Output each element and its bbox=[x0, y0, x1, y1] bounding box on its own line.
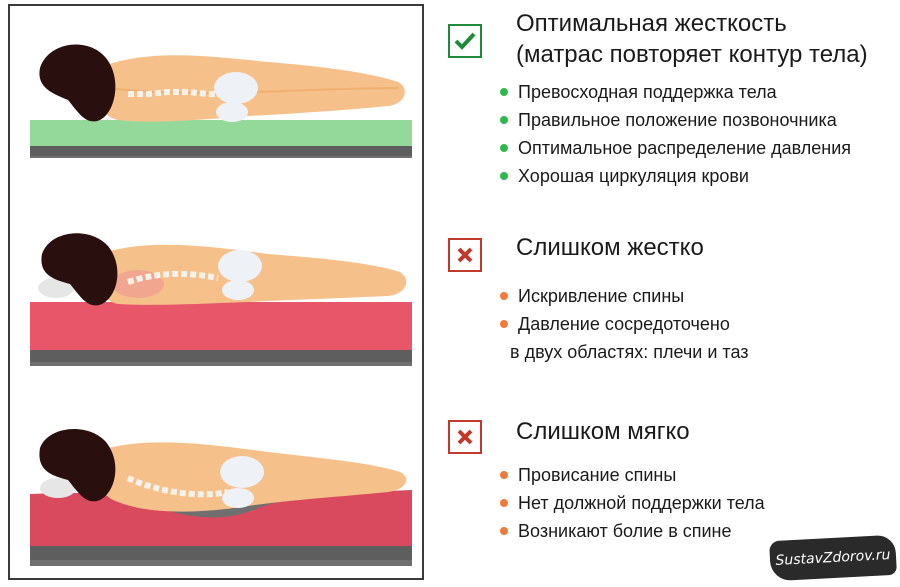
body-figure bbox=[95, 244, 407, 305]
list-item: Провисание спины bbox=[500, 461, 765, 489]
head-hair bbox=[38, 233, 118, 306]
section-optimal: Оптимальная жесткость (матрас повторяет … bbox=[448, 4, 892, 204]
problem-list: Искривление спины Давление сосредоточено… bbox=[500, 282, 749, 366]
cross-icon bbox=[448, 420, 482, 454]
list-item: Искривление спины bbox=[500, 282, 749, 310]
list-item: Хорошая циркуляция крови bbox=[500, 162, 851, 190]
bullet-icon bbox=[500, 320, 508, 328]
scene-hard-mattress bbox=[28, 224, 412, 374]
section-too-soft: Слишком мягко Провисание спины Нет должн… bbox=[448, 414, 892, 564]
body-figure bbox=[94, 55, 405, 122]
head-hair bbox=[39, 44, 116, 122]
problem-list: Провисание спины Нет должной поддержки т… bbox=[500, 461, 765, 545]
list-item: Нет должной поддержки тела bbox=[500, 489, 765, 517]
mattress-hard bbox=[30, 302, 412, 366]
bullet-icon bbox=[500, 172, 508, 180]
head-hair bbox=[39, 429, 116, 502]
mattress-optimal bbox=[30, 120, 412, 158]
list-item: Оптимальное распределение давления bbox=[500, 134, 851, 162]
watermark-logo: SustavZdorov.ru bbox=[769, 534, 897, 582]
section-heading: Оптимальная жесткость (матрас повторяет … bbox=[516, 10, 868, 68]
bullet-icon bbox=[500, 499, 508, 507]
bullet-icon bbox=[500, 144, 508, 152]
check-icon bbox=[448, 24, 482, 58]
body-figure bbox=[95, 442, 407, 512]
bullet-icon bbox=[500, 116, 508, 124]
scene-optimal-mattress bbox=[28, 28, 412, 178]
list-item: Возникают болие в спине bbox=[500, 517, 765, 545]
list-item: Правильное положение позвоночника bbox=[500, 106, 851, 134]
section-too-hard: Слишком жестко Искривление спины Давлени… bbox=[448, 226, 892, 376]
section-heading: Слишком мягко bbox=[516, 418, 690, 445]
bullet-icon bbox=[500, 471, 508, 479]
section-heading: Слишком жестко bbox=[516, 234, 704, 261]
list-item: в двух областях: плечи и таз bbox=[510, 342, 749, 362]
scene-soft-mattress bbox=[28, 422, 412, 572]
bullet-icon bbox=[500, 527, 508, 535]
bullet-icon bbox=[500, 88, 508, 96]
illustration-panel bbox=[8, 4, 424, 580]
cross-icon bbox=[448, 238, 482, 272]
list-item: Превосходная поддержка тела bbox=[500, 78, 851, 106]
benefit-list: Превосходная поддержка тела Правильное п… bbox=[500, 78, 851, 190]
bullet-icon bbox=[500, 292, 508, 300]
list-item: Давление сосредоточено bbox=[500, 310, 749, 338]
